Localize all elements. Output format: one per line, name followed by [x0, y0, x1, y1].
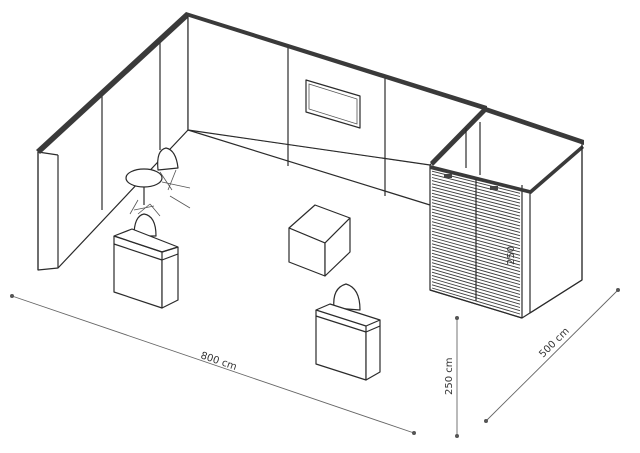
width-label: 800 cm	[199, 350, 238, 373]
height-label: 250 cm	[444, 357, 455, 395]
storage-room: 250	[429, 106, 584, 319]
depth-label: 500 cm	[537, 326, 571, 360]
spotlight-icon	[490, 186, 498, 190]
storage-height-label: 250	[506, 246, 517, 265]
chair	[129, 199, 161, 237]
spotlight-icon	[444, 174, 452, 178]
counter-left	[113, 228, 179, 309]
chair	[333, 283, 361, 311]
cube-display	[288, 204, 351, 277]
counter-right	[315, 303, 381, 381]
chair	[157, 147, 191, 209]
left-wall	[36, 12, 190, 271]
graphic-panel	[305, 79, 361, 129]
bistro-table	[125, 168, 163, 215]
storage-slats	[431, 167, 521, 315]
dimension-height: 250 cm	[444, 316, 459, 438]
